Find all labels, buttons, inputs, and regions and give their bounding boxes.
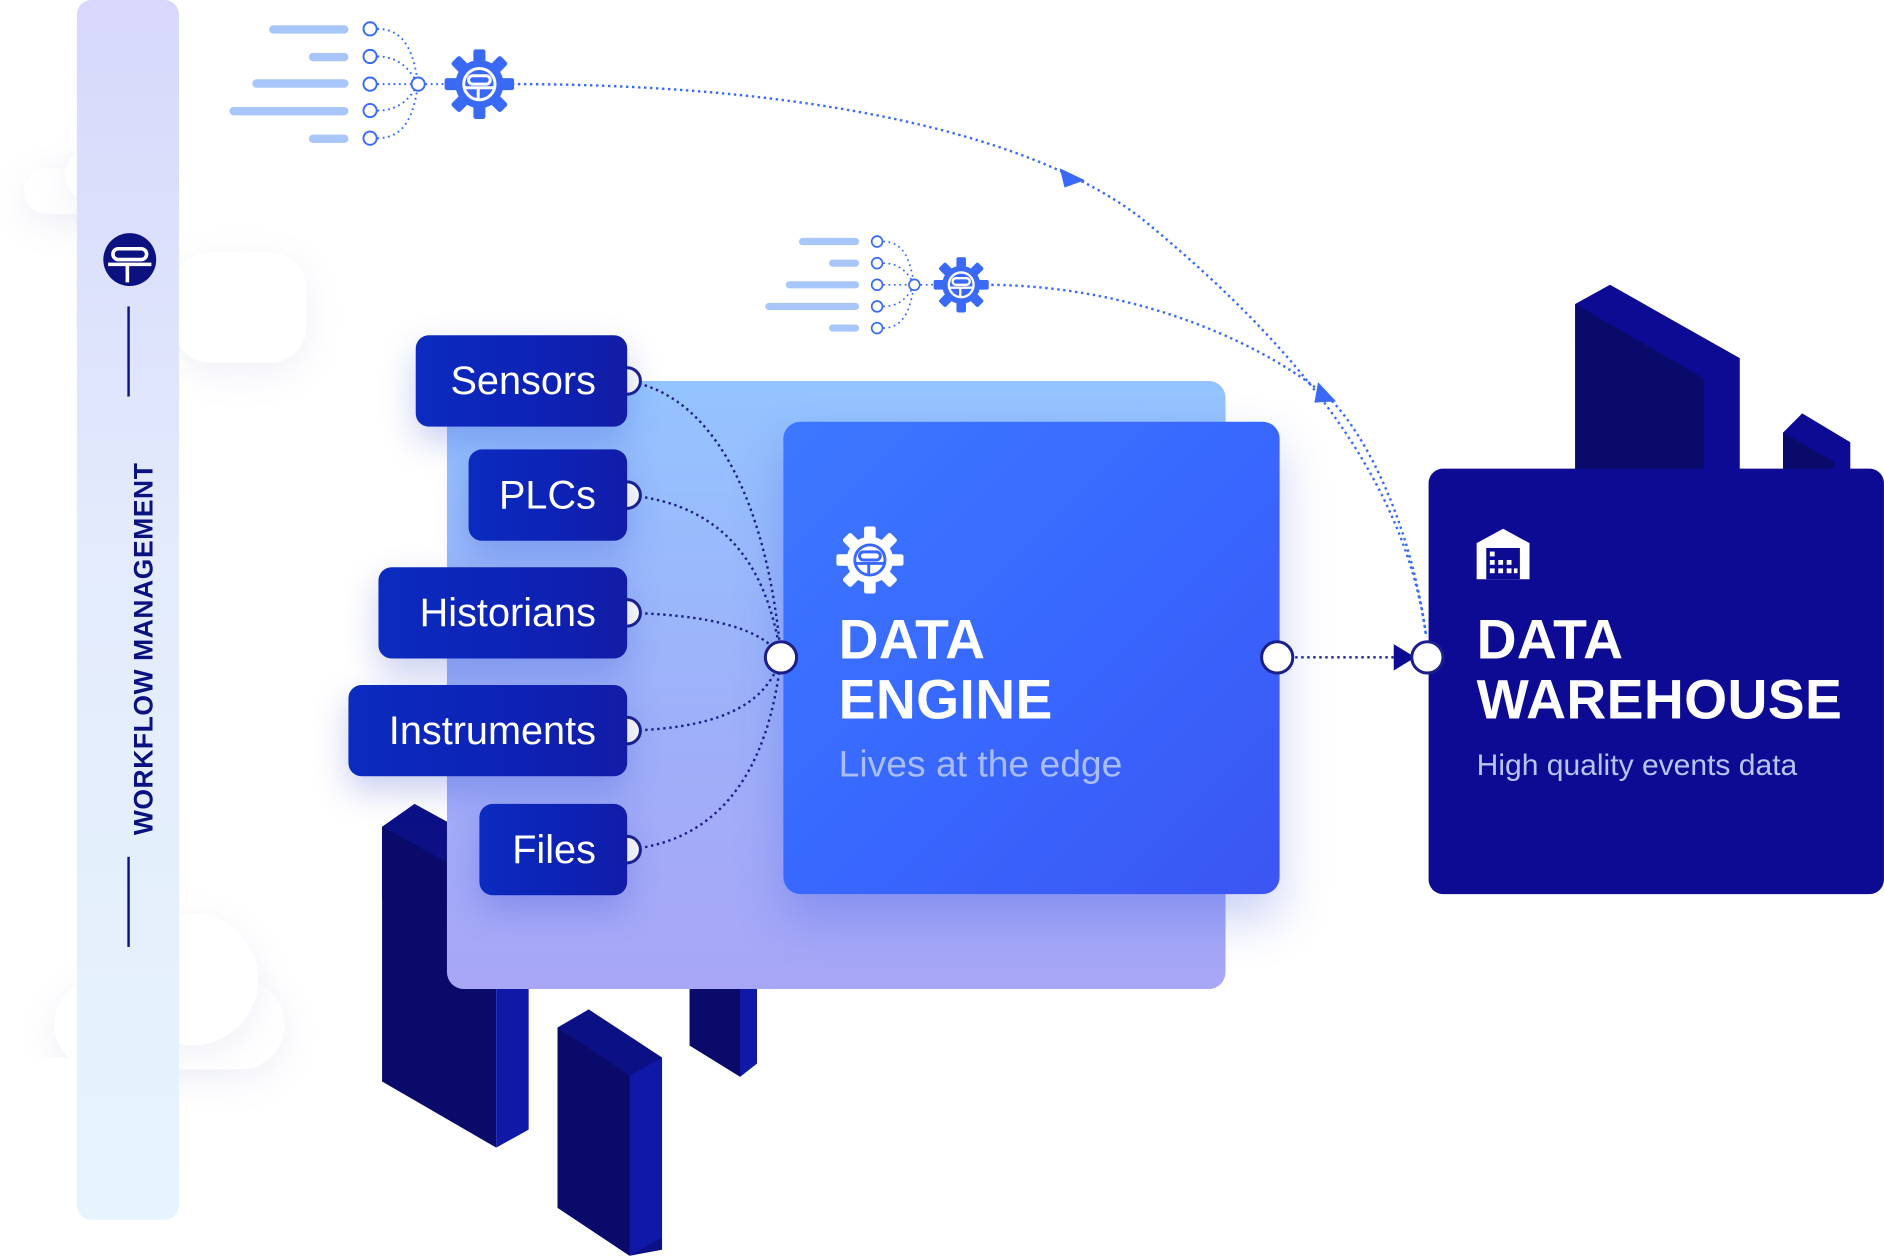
integration-1-lines (229, 21, 447, 146)
workflow-divider-top (127, 306, 130, 397)
workflow-bar (76, 0, 180, 1220)
warehouse-subtitle: High quality events data (1476, 748, 1798, 783)
engine-to-warehouse-arrow (1393, 644, 1416, 671)
cloud-middle (174, 240, 312, 366)
warehouse-title-line1: DATA (1476, 608, 1624, 671)
building-2-front (557, 1027, 630, 1256)
workflow-divider-bottom (127, 856, 130, 947)
engine-title-line2: ENGINE (838, 668, 1053, 731)
warehouse-title: DATA WAREHOUSE (1477, 609, 1843, 729)
source-pill-plcs[interactable]: PLCs (468, 449, 628, 541)
warehouse-title-line2: WAREHOUSE (1476, 668, 1843, 731)
cloud-lower-left (12, 1057, 85, 1159)
integration-gear-icon-small (933, 257, 989, 313)
source-pill-sensors[interactable]: Sensors (415, 335, 628, 427)
integration-flows (511, 82, 1428, 638)
source-pill-instruments[interactable]: Instruments (348, 684, 628, 777)
flow-arrow-2 (1314, 382, 1337, 403)
source-pill-historians[interactable]: Historians (378, 567, 628, 659)
engine-title: DATA ENGINE (839, 609, 1053, 729)
tower-tall-front (1575, 304, 1704, 472)
source-pill-label: Historians (419, 590, 596, 635)
integration-gear-icon (444, 49, 515, 119)
workflow-logo-icon (103, 233, 157, 287)
engine-gear-icon (836, 526, 904, 594)
source-pill-label: Instruments (388, 707, 596, 753)
source-connectors (626, 379, 1409, 851)
source-pill-label: PLCs (498, 472, 596, 517)
warehouse-icon (1476, 528, 1530, 580)
engine-subtitle: Lives at the edge (838, 742, 1123, 785)
integration-2-lines (765, 235, 940, 335)
source-pill-label: Files (512, 826, 596, 872)
data-engine-card[interactable] (783, 421, 1280, 895)
flow-arrow-1 (1059, 168, 1085, 188)
source-pill-label: Sensors (450, 358, 596, 403)
engine-title-line1: DATA (838, 608, 986, 671)
source-pill-files[interactable]: Files (479, 803, 628, 896)
building-2-side (629, 1057, 663, 1256)
